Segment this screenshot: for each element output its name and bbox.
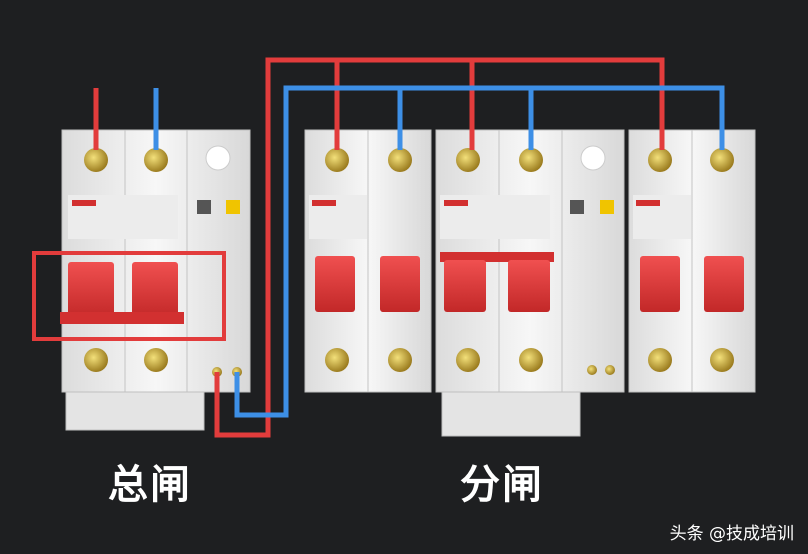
terminal-screw-icon <box>456 348 480 372</box>
terminal-screw-icon <box>388 348 412 372</box>
branch-breaker-handle <box>315 256 355 312</box>
main-breaker-label: 总闸 <box>108 462 192 508</box>
wiring <box>93 57 725 438</box>
leakage-warning-icon <box>600 200 614 214</box>
handle-tie-bar <box>440 252 554 262</box>
branch-breaker-handle <box>640 256 680 312</box>
leakage-warning-icon <box>226 200 240 214</box>
terminal-screw-icon <box>710 348 734 372</box>
terminal-screw-icon <box>144 148 168 172</box>
terminal-screw-icon <box>144 348 168 372</box>
terminal-screw-icon <box>84 148 108 172</box>
terminal-screw-icon <box>325 348 349 372</box>
main-breaker-handle-right <box>132 262 178 318</box>
branch-breaker-handle <box>704 256 744 312</box>
terminal-screw-icon <box>388 148 412 172</box>
test-button-icon <box>205 145 231 171</box>
test-button-icon <box>580 145 606 171</box>
leakage-indicator-icon <box>570 200 584 214</box>
terminal-screw-icon <box>519 148 543 172</box>
terminal-screw-icon <box>710 148 734 172</box>
neutral-bus-wire <box>234 85 725 418</box>
terminal-screw-icon <box>84 348 108 372</box>
main-breaker-highlight-box <box>32 251 226 341</box>
handle-tie-bar <box>60 312 184 324</box>
branch-breaker-handle <box>444 260 486 312</box>
branch-breaker-label: 分闸 <box>460 462 544 508</box>
terminal-screw-icon <box>648 148 672 172</box>
terminal-screw-icon <box>325 148 349 172</box>
main-breaker-handle-left <box>68 262 114 318</box>
branch-breaker-3 <box>628 129 756 393</box>
branch-breaker-1 <box>304 129 432 393</box>
leakage-indicator-icon <box>197 200 211 214</box>
branch-breaker-handle <box>508 260 550 312</box>
watermark: 头条 @技成培训 <box>669 524 794 544</box>
terminal-screw-icon <box>648 348 672 372</box>
branch-breaker-handle <box>380 256 420 312</box>
terminal-screw-icon <box>456 148 480 172</box>
main-breaker <box>60 129 251 431</box>
branch-breaker-2 <box>435 129 625 437</box>
terminal-screw-icon <box>519 348 543 372</box>
live-bus-wire <box>214 57 665 438</box>
